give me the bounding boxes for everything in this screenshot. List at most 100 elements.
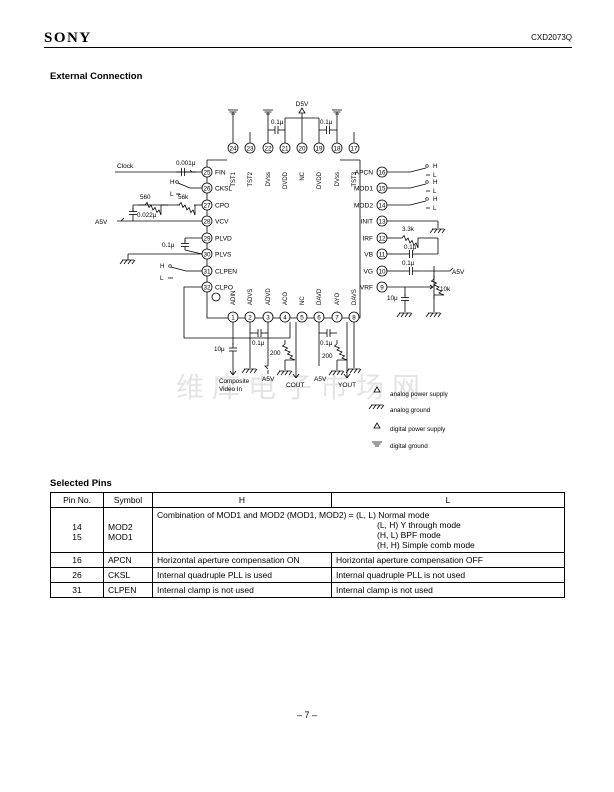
table-row: 26 CKSL Internal quadruple PLL is used I… — [50, 567, 565, 583]
capacitor-label: 0.1μ — [271, 119, 284, 126]
table-row: 31 CLPEN Internal clamp is not used Inte… — [50, 582, 565, 598]
pin-number: 15 — [72, 532, 82, 542]
pin-name: DVss — [335, 172, 341, 186]
watermark: 维库电子市场网 — [176, 371, 429, 404]
pin-number: 16 — [378, 169, 386, 176]
h-cell: Internal clamp is not used — [152, 582, 332, 598]
pin-number: 2 — [248, 314, 252, 321]
pin-number: 21 — [281, 145, 289, 152]
pin-name: FIN — [215, 170, 226, 177]
resistor-label: 56k — [178, 194, 189, 201]
table-header-row: Pin No. Symbol H L — [50, 492, 565, 508]
capacitor-label: 0.1μ — [252, 340, 265, 347]
switch-h-label: H — [433, 196, 438, 203]
pin-name: VRF — [360, 285, 373, 292]
pin-number: 18 — [333, 145, 341, 152]
wire — [409, 167, 427, 173]
pin-circle — [376, 265, 388, 277]
pin-name: IRF — [362, 236, 373, 243]
arrow — [292, 373, 300, 379]
analog-ground-icon — [429, 228, 446, 234]
capacitor-label: 10μ — [387, 295, 398, 302]
schematic-labels: 24TST123TST222DVss21DVDD20NC19DVDD18DVss… — [95, 101, 465, 450]
pin-number: 32 — [203, 284, 211, 291]
pin-number: 19 — [315, 145, 323, 152]
pin-name: VB — [364, 252, 373, 259]
legend-label: digital ground — [390, 443, 428, 450]
pin-circle — [262, 311, 274, 323]
wire — [264, 365, 269, 370]
analog-ground-icon — [345, 368, 362, 374]
pin-circle — [376, 248, 388, 260]
l-cell: Horizontal aperture compensation OFF — [331, 552, 565, 568]
pin-number: 15 — [378, 185, 386, 192]
pin-circle — [244, 311, 256, 323]
pin-name: DAVS — [352, 289, 358, 305]
pin-circle — [201, 166, 213, 178]
pin-circle — [201, 232, 213, 244]
pin-circle — [376, 232, 388, 244]
mode-line: Combination of MOD1 and MOD2 (MOD1, MOD2… — [157, 510, 430, 520]
legend-label: analog power supply — [390, 391, 449, 398]
symbol-cell: CKSL — [103, 567, 153, 583]
column-header-pin: Pin No. — [50, 492, 104, 508]
pin-name: CLPEN — [215, 269, 237, 276]
digital-ground-icon — [263, 109, 273, 115]
pin-circle — [376, 199, 388, 211]
column-header-l: L — [331, 492, 565, 508]
pin-name: ADVD — [266, 288, 272, 305]
pin-number: 27 — [203, 202, 211, 209]
a5v-label: A5V — [452, 269, 465, 276]
analog-ground-icon — [396, 312, 413, 318]
switch-l-label: L — [160, 275, 164, 282]
wire — [177, 182, 191, 189]
analog-ground-icon — [425, 312, 442, 318]
pin-name: VG — [363, 269, 373, 276]
arrow — [229, 370, 237, 376]
pin-name: DVDD — [283, 171, 289, 189]
wire — [409, 200, 427, 206]
resistor-icon — [144, 201, 162, 216]
pin-circle — [201, 248, 213, 260]
h-cell: Internal quadruple PLL is used — [152, 567, 332, 583]
pin-circle — [313, 311, 325, 323]
capacitor-label: 10μ — [214, 346, 225, 353]
pin-circle — [331, 142, 343, 154]
pin-name: NC — [300, 171, 306, 180]
pin-number: 13 — [378, 218, 386, 225]
a5v-label: A5V — [262, 376, 275, 383]
symbol-cell: CLPEN — [103, 582, 153, 598]
resistor-label: 200 — [322, 353, 333, 360]
pin-name: CLPO — [215, 285, 233, 292]
switch-l-label: L — [433, 205, 437, 212]
digital-ground-icon — [332, 109, 342, 115]
switch-l-label: L — [170, 191, 174, 198]
analog-ground-icon — [368, 404, 385, 410]
capacitor-label: 0.1μ — [162, 242, 175, 249]
yout-label: YOUT — [338, 382, 356, 389]
mode-description-cell: Combination of MOD1 and MOD2 (MOD1, MOD2… — [152, 507, 565, 553]
resistor-icon — [333, 343, 348, 361]
resistor-icon — [178, 201, 196, 216]
d5v-label: D5V — [296, 101, 309, 108]
analog-ground-icon — [328, 370, 345, 376]
pin-number: 28 — [203, 218, 211, 225]
pin-circle — [348, 142, 360, 154]
pin-circle — [296, 142, 308, 154]
capacitor-label: 0.022μ — [137, 212, 157, 219]
legend-label: digital power supply — [390, 426, 446, 433]
pin-number: 12 — [378, 235, 386, 242]
pin-circle — [262, 142, 274, 154]
mode-line: (H, H) Simple comb mode — [377, 540, 475, 550]
analog-power-supply-icon — [373, 386, 381, 393]
pin-name: AYO — [335, 292, 341, 305]
pin-circle — [313, 142, 325, 154]
pin-number: 6 — [317, 314, 321, 321]
resistor-icon — [401, 234, 419, 249]
pin-circle — [348, 311, 360, 323]
switch-l-label: L — [433, 172, 437, 179]
resistor-icon — [281, 343, 296, 361]
ic-pins — [201, 142, 388, 323]
pin-name: MOD1 — [354, 186, 373, 193]
table-row: 14 15 MOD2 MOD1 Combination of MOD1 and … — [50, 507, 565, 553]
